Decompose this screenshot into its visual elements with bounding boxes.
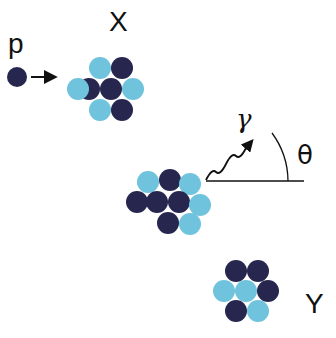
gamma-label: γ <box>236 106 252 132</box>
reference-axis <box>206 180 304 181</box>
nucleus-y <box>213 260 279 322</box>
proton <box>7 67 27 87</box>
nucleus-label: Y <box>305 290 324 318</box>
compound-nucleus <box>126 169 211 235</box>
angle-label: θ <box>297 142 313 168</box>
particle-label: p <box>8 30 24 58</box>
proton-arrow <box>31 76 55 78</box>
gamma-arrow <box>246 141 252 148</box>
gamma-wave <box>206 148 246 180</box>
nucleus-x-side <box>67 78 89 100</box>
nucleus-label: X <box>109 8 128 36</box>
angle-arc <box>272 133 288 181</box>
